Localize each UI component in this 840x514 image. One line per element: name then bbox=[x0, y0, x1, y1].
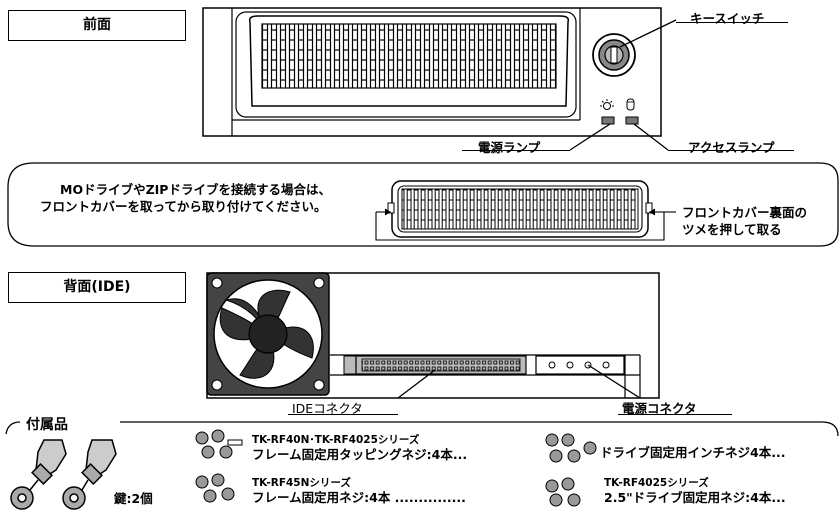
screw-icon bbox=[545, 477, 581, 507]
power-lamp-label: 電源ランプ bbox=[478, 140, 541, 155]
keys-label: 鍵:2個 bbox=[114, 491, 153, 506]
note-line2: フロントカバーを取ってから取り付けてください。 bbox=[40, 199, 327, 214]
ide-connector-label: IDEコネクタ bbox=[292, 401, 363, 416]
front-tray-handle bbox=[248, 15, 570, 107]
accessory-desc: フレーム固定用ネジ:4本 ............... bbox=[252, 490, 466, 505]
accessory-desc: ドライブ固定用インチネジ4本... bbox=[600, 445, 786, 460]
accessory-series: TK-RF4025シリーズ bbox=[604, 477, 709, 489]
cooling-fan bbox=[206, 272, 330, 396]
front-title: 前面 bbox=[83, 17, 111, 33]
accessory-series: TK-RF40N･TK-RF4025シリーズ bbox=[252, 434, 420, 446]
accessory-item: TK-RF4025シリーズ 2.5"ドライブ固定用ネジ:4本... bbox=[604, 477, 786, 505]
power-connector-label: 電源コネクタ bbox=[622, 401, 697, 416]
accessory-item: ドライブ固定用インチネジ4本... bbox=[600, 445, 785, 460]
rear-title-box: 背面(IDE) bbox=[8, 272, 186, 303]
screw-icon bbox=[195, 429, 243, 459]
power-lamp bbox=[601, 116, 615, 125]
front-panel bbox=[202, 7, 662, 137]
key-icon bbox=[62, 439, 117, 510]
accessory-desc: フレーム固定用タッピングネジ:4本... bbox=[252, 447, 468, 462]
front-cover bbox=[387, 180, 653, 238]
note-line1: MOドライブやZIPドライブを接続する場合は、 bbox=[60, 182, 331, 197]
key-icon bbox=[10, 439, 67, 510]
sun-icon bbox=[600, 99, 614, 110]
access-lamp bbox=[625, 116, 639, 125]
cylinder-icon bbox=[626, 98, 635, 111]
rear-title: 背面(IDE) bbox=[63, 279, 131, 295]
cover-release-line2: ツメを押して取る bbox=[682, 222, 782, 237]
ide-connector bbox=[355, 355, 527, 375]
screw-icon bbox=[545, 433, 597, 463]
cover-release-note: フロントカバー裏面の ツメを押して取る bbox=[682, 204, 807, 238]
key-switch bbox=[592, 33, 636, 77]
accessory-item: TK-RF40N･TK-RF4025シリーズ フレーム固定用タッピングネジ:4本… bbox=[252, 434, 467, 462]
access-lamp-label: アクセスランプ bbox=[688, 140, 775, 155]
power-connector bbox=[535, 355, 625, 375]
accessory-item: TK-RF45Nシリーズ フレーム固定用ネジ:4本 ..............… bbox=[252, 477, 466, 505]
note-text: MOドライブやZIPドライブを接続する場合は、 フロントカバーを取ってから取り付… bbox=[40, 181, 331, 215]
note-border bbox=[7, 162, 839, 247]
accessories-title: 付属品 bbox=[26, 417, 68, 433]
accessory-desc: 2.5"ドライブ固定用ネジ:4本... bbox=[604, 490, 786, 505]
key-switch-label: キースイッチ bbox=[690, 11, 765, 26]
accessory-series: TK-RF45Nシリーズ bbox=[252, 477, 351, 489]
screw-icon bbox=[195, 473, 235, 503]
cover-release-line1: フロントカバー裏面の bbox=[682, 205, 808, 220]
front-title-box: 前面 bbox=[8, 10, 186, 41]
